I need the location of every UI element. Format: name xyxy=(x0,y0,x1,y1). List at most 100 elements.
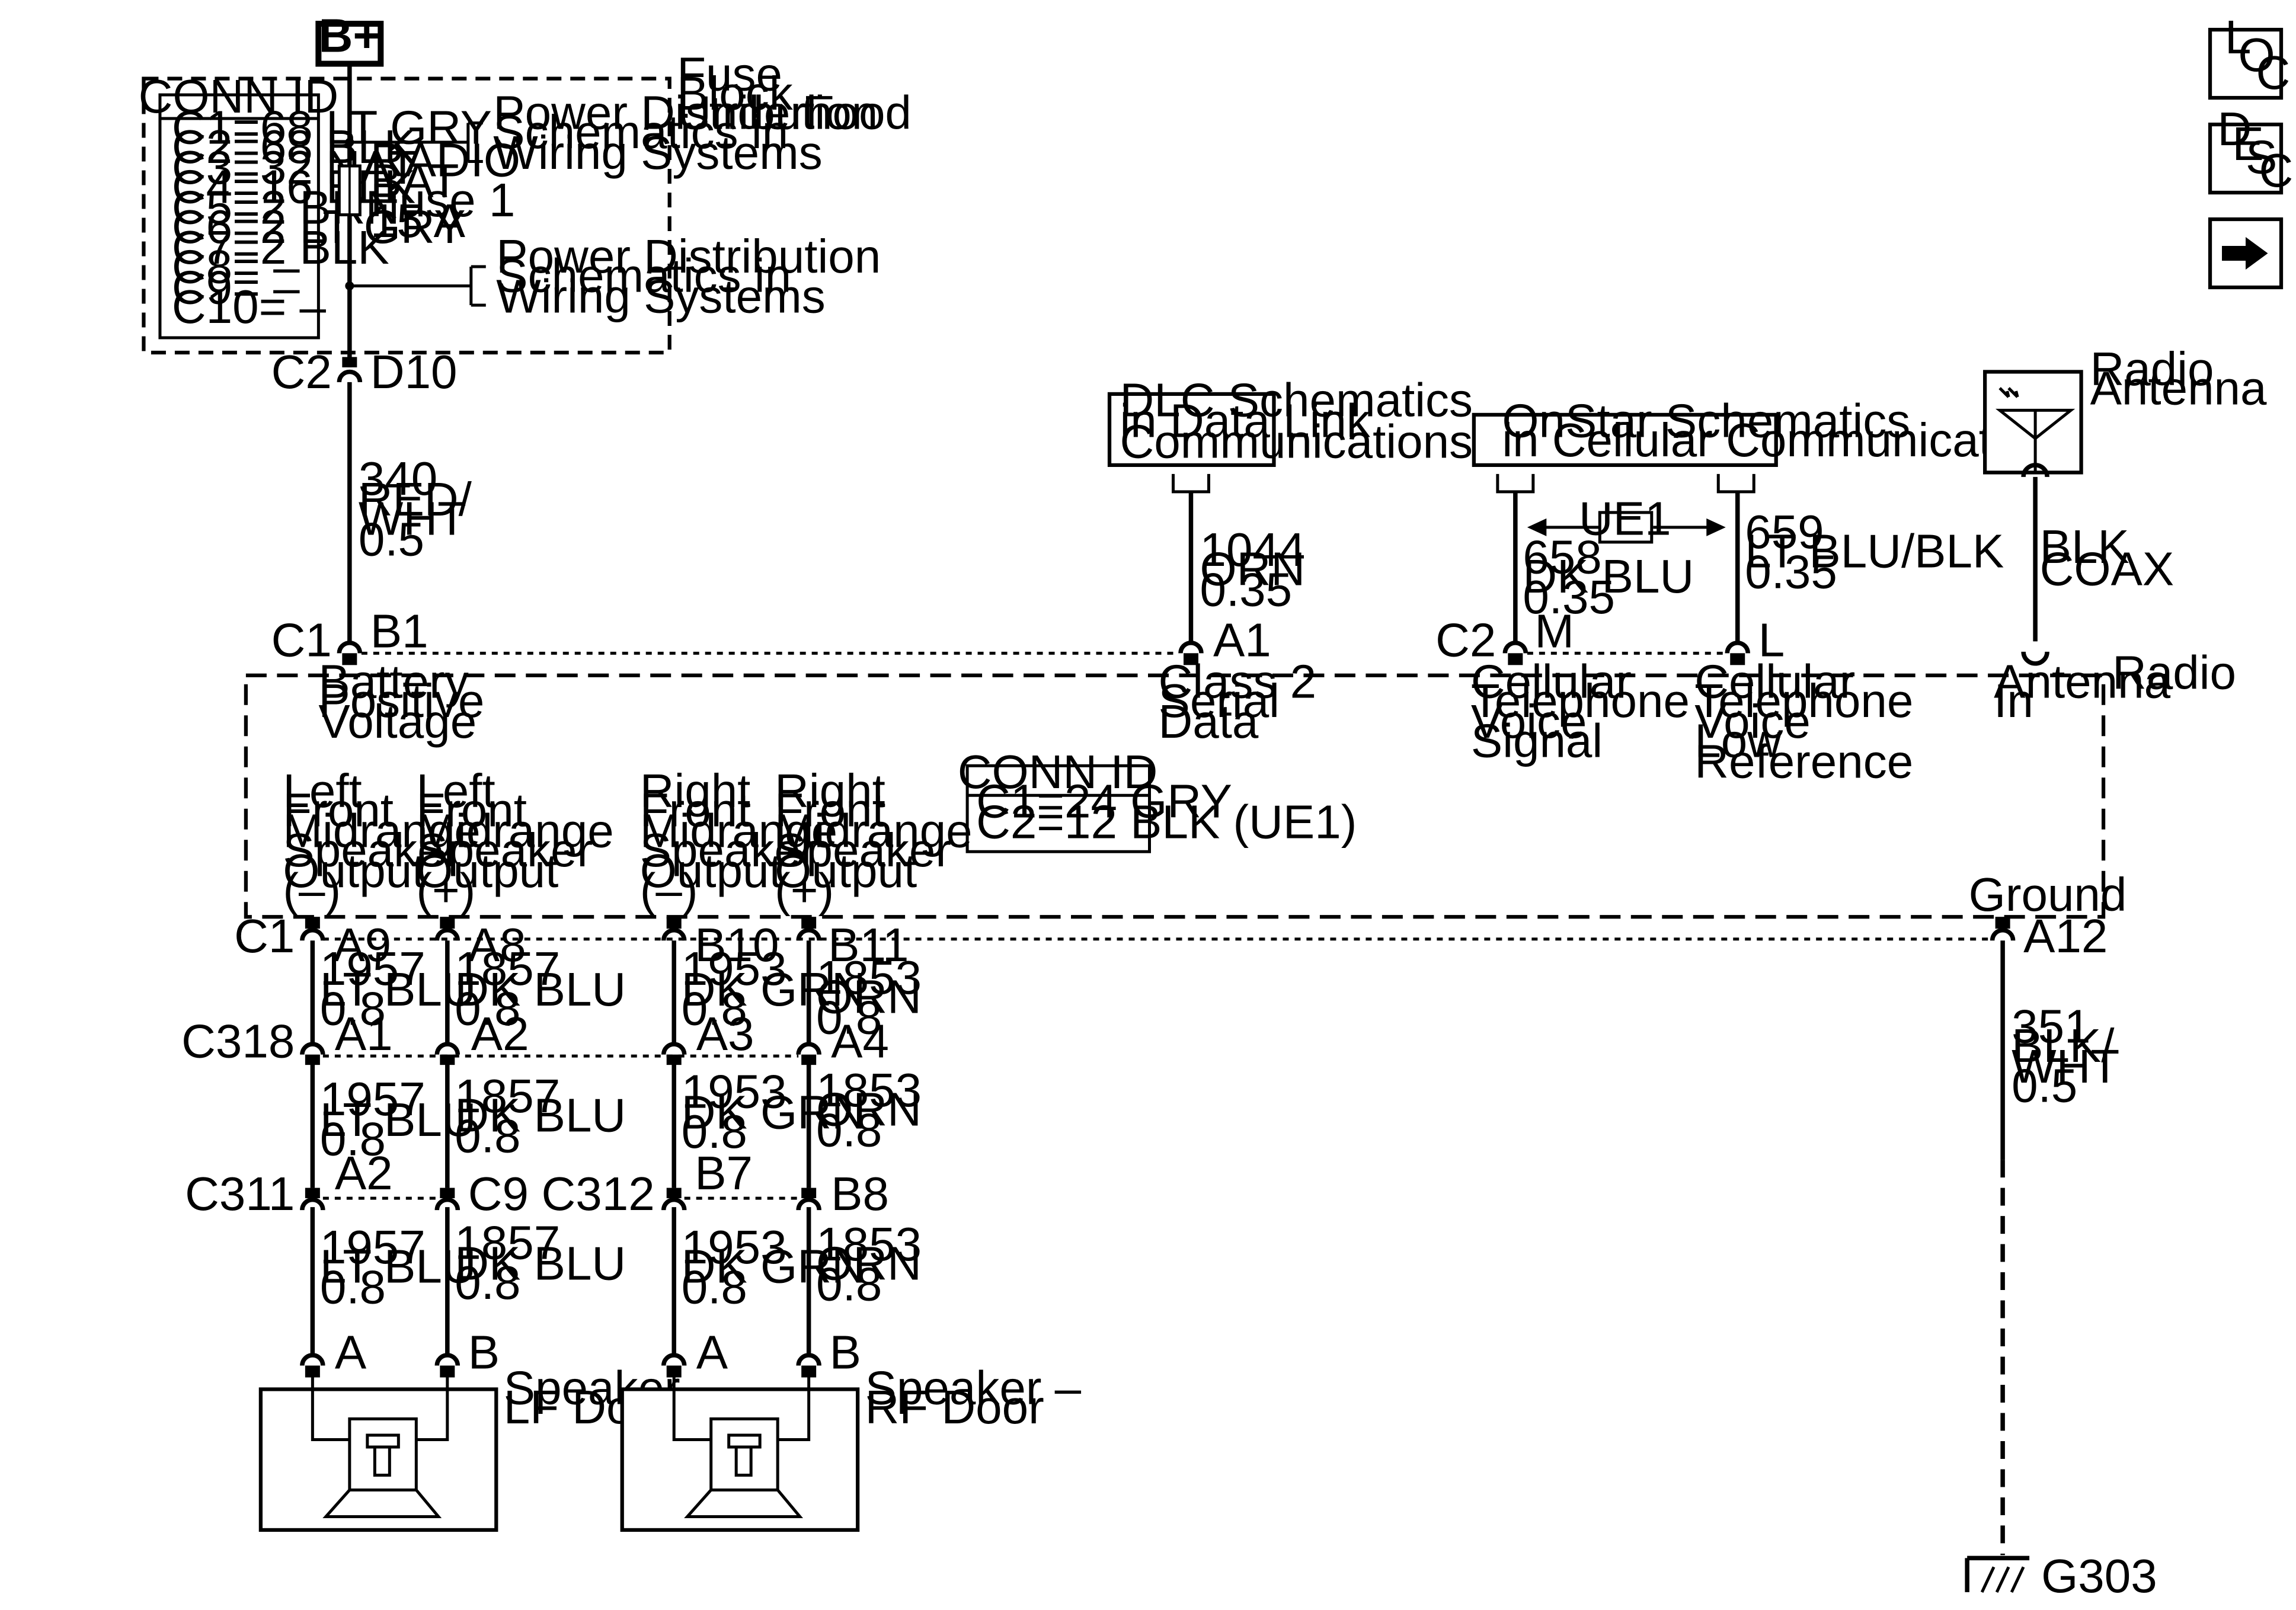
svg-text:B: B xyxy=(468,1326,500,1379)
svg-text:0.8: 0.8 xyxy=(320,982,386,1035)
loc-button[interactable]: L O C xyxy=(2208,11,2290,100)
svg-text:1853: 1853 xyxy=(816,1064,922,1116)
svg-text:Cellular: Cellular xyxy=(1694,655,1855,708)
svg-text:Front: Front xyxy=(416,784,527,837)
svg-text:C9= –: C9= – xyxy=(172,261,300,313)
svg-text:A2: A2 xyxy=(471,1007,529,1060)
svg-text:Front: Front xyxy=(775,784,885,837)
power-source-b-plus: B+ xyxy=(315,9,384,67)
svg-text:LT BLU: LT BLU xyxy=(320,1093,477,1146)
wire-1853-label-3: 1853 ORN 0.8 xyxy=(816,1218,922,1310)
svg-text:0.8: 0.8 xyxy=(682,982,747,1035)
svg-text:1857: 1857 xyxy=(455,1217,560,1269)
svg-text:Battery: Battery xyxy=(318,655,468,708)
svg-text:COAX: COAX xyxy=(2040,542,2175,595)
svg-text:C10= –: C10= – xyxy=(172,280,327,333)
svg-text:Left: Left xyxy=(283,764,362,817)
radio-c2-label: C2 xyxy=(1435,613,1496,666)
radio-c1-bottom-label: C1 xyxy=(234,910,295,962)
svg-text:E: E xyxy=(2233,117,2264,170)
pin-a8-label: A8 xyxy=(468,918,526,971)
battery-positive-voltage-label: Battery Positive Voltage xyxy=(318,655,484,747)
wire-1853-label-2: 1853 ORN 0.8 xyxy=(816,1064,922,1156)
svg-text:C3=32 NAT: C3=32 NAT xyxy=(172,141,417,194)
svg-text:0.5: 0.5 xyxy=(2012,1060,2077,1112)
svg-text:0.8: 0.8 xyxy=(816,1258,882,1311)
svg-text:Voltage: Voltage xyxy=(318,695,477,748)
svg-text:S: S xyxy=(2246,131,2277,184)
wire-1953-label-3: 1953 DK GRN 0.8 xyxy=(682,1221,866,1313)
svg-text:Antenna: Antenna xyxy=(2090,361,2267,414)
svg-text:Low: Low xyxy=(1694,714,1782,767)
svg-text:Antenna: Antenna xyxy=(1994,655,2170,708)
svg-text:0.5: 0.5 xyxy=(359,513,424,565)
svg-text:0.8: 0.8 xyxy=(816,1104,882,1157)
pin-a9-label: A9 xyxy=(333,918,391,971)
svg-text:BLK/: BLK/ xyxy=(2012,1019,2115,1072)
svg-text:Power Distribution: Power Distribution xyxy=(493,87,878,139)
svg-text:BAT: BAT xyxy=(370,155,459,207)
svg-text:Midrange: Midrange xyxy=(640,805,837,857)
wire-1857-label-2: 1857 DK BLU 0.8 xyxy=(455,1070,626,1162)
svg-text:0.8: 0.8 xyxy=(320,1261,386,1314)
svg-text:(–): (–) xyxy=(640,864,698,917)
svg-text:Communications: Communications xyxy=(1120,415,1473,468)
svg-text:C1=68 LT GRY: C1=68 LT GRY xyxy=(172,101,492,154)
svg-text:L: L xyxy=(2225,11,2251,63)
svg-text:D: D xyxy=(2218,103,2252,155)
svg-text:Output: Output xyxy=(283,844,425,897)
svg-text:Reference: Reference xyxy=(1694,735,1913,788)
svg-text:Schematics in: Schematics in xyxy=(493,105,788,158)
svg-text:Telephone: Telephone xyxy=(1694,674,1913,727)
antenna-coax-label: BLK COAX xyxy=(2040,520,2175,595)
svg-text:1953: 1953 xyxy=(682,942,787,995)
svg-text:(+): (+) xyxy=(775,864,834,917)
pin-l-label: L xyxy=(1758,613,1785,666)
svg-text:1953: 1953 xyxy=(682,1221,787,1273)
wire-1857-label-3: 1857 DK BLU 0.8 xyxy=(455,1217,626,1309)
svg-text:C312: C312 xyxy=(542,1167,655,1220)
svg-text:Voice: Voice xyxy=(1471,695,1587,748)
pin-a12-label: A12 xyxy=(2023,910,2108,962)
svg-text:Output: Output xyxy=(775,844,917,897)
pin-b1-label: B1 xyxy=(370,604,428,657)
svg-text:0.8: 0.8 xyxy=(455,982,520,1035)
svg-text:A2: A2 xyxy=(335,1147,393,1199)
ground-label: Ground xyxy=(1969,868,2127,921)
svg-text:Positive: Positive xyxy=(318,674,484,727)
pin-b11-label: B11 xyxy=(828,918,909,971)
wire-1957-label-2: 1957 LT BLU 0.8 xyxy=(320,1073,477,1165)
svg-text:OnStar Schematics: OnStar Schematics xyxy=(1502,394,1910,447)
rf-output-plus-label: Right Front Midrange Speaker Output (+) xyxy=(775,764,972,916)
svg-text:Left: Left xyxy=(416,764,495,817)
wire-1853-label-1: 1853 ORN 0.8 xyxy=(816,951,922,1044)
svg-text:In: In xyxy=(1994,674,2033,727)
radio-title: Radio xyxy=(2112,646,2236,699)
b-plus-label: B+ xyxy=(319,9,380,62)
cellular-voice-signal-label: Cellular Telephone Voice Signal xyxy=(1471,655,1690,767)
svg-text:Cellular: Cellular xyxy=(1471,655,1632,708)
desc-button[interactable]: D E S C xyxy=(2208,103,2293,197)
svg-text:Wiring Systems: Wiring Systems xyxy=(496,270,825,322)
svg-text:Block –: Block – xyxy=(677,67,833,120)
lf-output-minus-label: Left Front Midrange Speaker Output (–) xyxy=(283,764,480,916)
wire-1953-label-2: 1953 DK GRN 0.8 xyxy=(682,1065,866,1158)
svg-text:Data: Data xyxy=(1158,695,1258,748)
next-page-button[interactable] xyxy=(2208,217,2284,290)
svg-text:WHT: WHT xyxy=(2012,1040,2119,1093)
svg-text:C9: C9 xyxy=(468,1167,529,1220)
svg-text:Fuse: Fuse xyxy=(677,48,782,101)
svg-text:1957: 1957 xyxy=(320,1221,426,1273)
svg-text:1044: 1044 xyxy=(1200,523,1305,576)
svg-text:C318: C318 xyxy=(181,1015,295,1068)
wire-659-label: 659 LT BLU/BLK 0.35 xyxy=(1745,505,2004,598)
svg-text:WHT: WHT xyxy=(359,492,466,545)
svg-text:Speaker: Speaker xyxy=(416,824,593,876)
ground-g303-icon: G303 xyxy=(1965,1550,2157,1602)
c318-connector: C318 A1 A2 A3 A4 xyxy=(181,1007,889,1067)
c2-connector-label: C2 xyxy=(271,345,332,398)
svg-text:658: 658 xyxy=(1523,530,1601,583)
svg-text:B7: B7 xyxy=(695,1147,753,1199)
svg-text:(+): (+) xyxy=(416,864,475,917)
